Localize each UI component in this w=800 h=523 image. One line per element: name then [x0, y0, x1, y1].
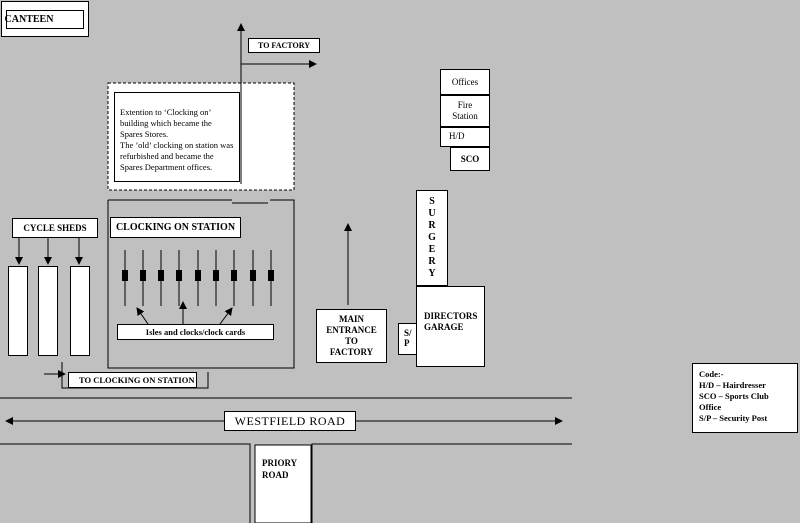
- priory-road: [254, 444, 312, 523]
- isles-arrow-left: [136, 307, 149, 325]
- cycle-sheds-label: CYCLE SHEDS: [12, 218, 98, 238]
- fire-station-box: Fire Station: [440, 95, 490, 127]
- sco-box: SCO: [450, 147, 490, 171]
- westfield-road-bottom-edge-left: [0, 443, 251, 523]
- main-entrance-label: MAIN ENTRANCE TO FACTORY: [316, 309, 387, 363]
- cycle-shed-2: [38, 266, 58, 356]
- isles-label: Isles and clocks/clock cards: [117, 324, 274, 340]
- legend-item-hd: H/D – Hairdresser: [699, 380, 766, 390]
- extension-note: Extention to ‘Clocking on’ building whic…: [114, 92, 240, 182]
- directors-garage-box: DIRECTORS GARAGE: [416, 286, 485, 367]
- westfield-road-label: WESTFIELD ROAD: [224, 411, 356, 431]
- cycle-shed-1: [8, 266, 28, 356]
- canteen-label: CANTEEN: [5, 10, 84, 29]
- offices-box: Offices: [440, 69, 490, 95]
- clock-marks: [122, 270, 274, 281]
- cycle-shed-3: [70, 266, 90, 356]
- westfield-road-bottom-edge-right: [311, 443, 572, 523]
- sp-box: S/P: [398, 323, 418, 355]
- priory-road-label: PRIORY ROAD: [262, 458, 297, 480]
- legend-item-sco: SCO – Sports Club Office: [699, 391, 769, 412]
- clocking-building-outline-right: [196, 199, 295, 369]
- legend-title: Code:-: [699, 369, 724, 379]
- to-clocking-on-station-label: TO CLOCKING ON STATION: [68, 372, 197, 388]
- legend-item-sp: S/P – Security Post: [699, 413, 768, 423]
- isles-arrow-right: [219, 307, 233, 325]
- clocking-building-outline: [107, 200, 196, 369]
- legend-box: Code:- H/D – Hairdresser SCO – Sports Cl…: [692, 363, 798, 433]
- surgery-box: SURGERY: [416, 190, 448, 286]
- to-factory-label: TO FACTORY: [248, 38, 320, 53]
- clocking-on-station-label: CLOCKING ON STATION: [110, 217, 241, 238]
- hd-box: H/D: [440, 127, 490, 147]
